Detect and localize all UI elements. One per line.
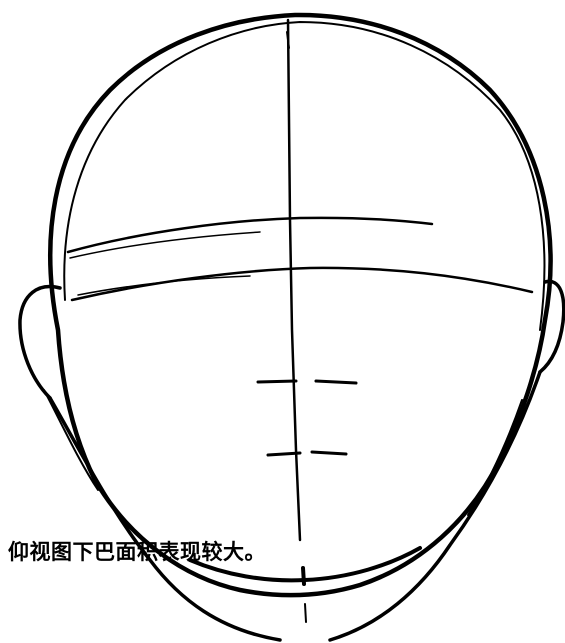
right-cheek-line: [467, 399, 523, 516]
nose-mark-right: [314, 379, 358, 385]
left-cheek-line: [43, 389, 99, 491]
head-outline-sketch: [63, 21, 546, 331]
nose-mark-left: [256, 379, 298, 384]
right-ear: [538, 279, 565, 374]
eye-guide-line: [70, 266, 534, 302]
center-line-chin-mark: [301, 566, 306, 586]
center-line-tick-top: [286, 31, 290, 49]
caption-text: 仰视图下巴面积表现较大。: [8, 540, 266, 564]
head-outline: [48, 12, 553, 598]
mouth-mark-left: [266, 451, 302, 457]
left-ear: [18, 284, 62, 400]
eye-guide-sketch: [77, 275, 251, 296]
brow-guide-line: [66, 216, 434, 254]
jaw-line-right: [328, 370, 542, 642]
center-line: [286, 18, 302, 542]
brow-guide-sketch: [69, 231, 261, 259]
mouth-mark-right: [310, 450, 348, 456]
center-line-bottom: [304, 603, 307, 623]
jaw-line-left: [48, 396, 282, 642]
